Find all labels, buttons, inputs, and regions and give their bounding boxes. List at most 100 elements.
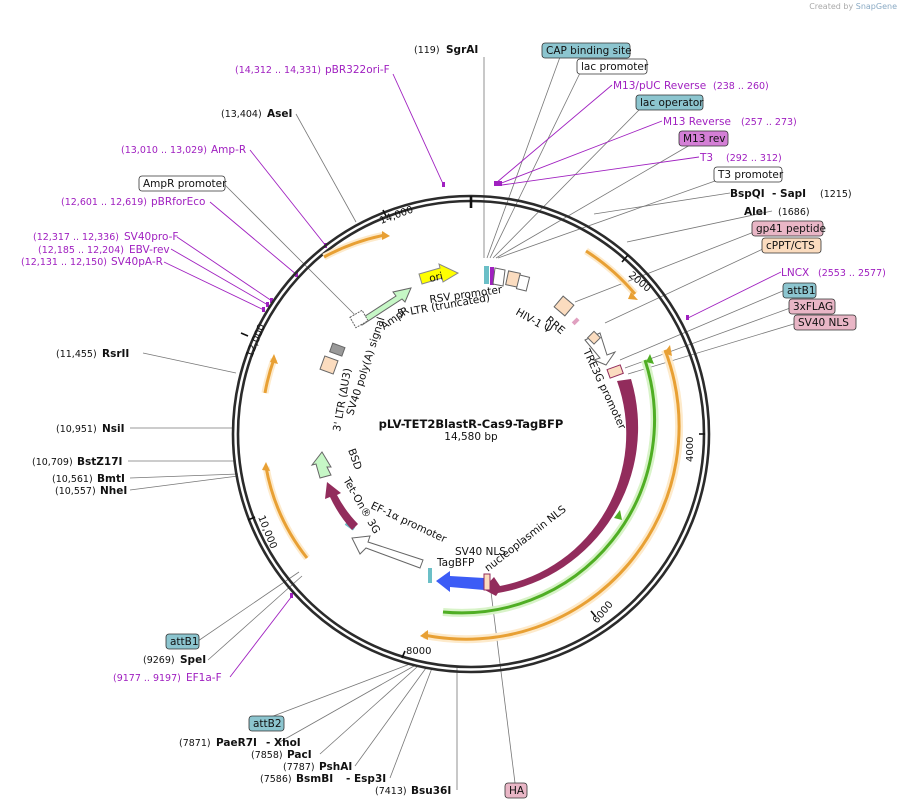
primer-range-sv40pa: (12,131 .. 12,150)	[21, 257, 107, 268]
primer-range-ebv: (12,185 .. 12,204)	[38, 245, 124, 256]
site-pos-spei: (9269)	[143, 655, 175, 666]
snapgene-credit: Created by SnapGene	[809, 2, 897, 11]
box-attb1-right[interactable]	[782, 282, 817, 299]
primer-range-m13puc: (238 .. 260)	[713, 81, 769, 92]
primer-name-lncx[interactable]: LNCX	[781, 267, 809, 279]
box-3xflag-label: 3xFLAG	[793, 301, 833, 313]
site-name-spei[interactable]: SpeI	[180, 654, 206, 666]
leader-lines	[128, 56, 798, 790]
site-name-nsii[interactable]: NsiI	[102, 423, 125, 435]
ori-feature[interactable]	[418, 263, 460, 285]
site-name-alei[interactable]: AleI	[744, 206, 767, 218]
box-attb1-left[interactable]	[165, 633, 200, 650]
orf-arc-4-line	[264, 466, 309, 559]
tick-label-12000: 12,000	[245, 323, 268, 360]
gp41-mark	[571, 317, 580, 326]
box-cppt-cts[interactable]	[761, 237, 822, 254]
site-pos-rsrii: (11,455)	[56, 349, 97, 360]
box-attb2-label: attB2	[253, 718, 282, 730]
site-pos-bstz17i: (10,709)	[32, 457, 73, 468]
sv40nls-feature-label: SV40 NLS	[455, 546, 506, 558]
rre-feature[interactable]	[553, 295, 575, 317]
site-pos-nhei: (10,557)	[55, 486, 96, 497]
primer-range-lncx: (2553 .. 2577)	[818, 268, 886, 279]
box-ampr-promoter[interactable]	[138, 175, 226, 192]
box-gp41-peptide[interactable]	[751, 220, 824, 237]
sv40pa-label: SV40 poly(A) signal	[344, 316, 387, 417]
primer-name-pbrforeco[interactable]: pBRforEco	[151, 196, 205, 208]
primer-name-t3[interactable]: T3	[699, 152, 713, 164]
box-lac-operator[interactable]	[635, 94, 704, 111]
site-name-bspqi[interactable]: BspQI	[730, 188, 765, 200]
primer-name-sv40pro[interactable]: SV40pro-F	[124, 231, 178, 243]
site-pos-bspqi: (1215)	[820, 189, 852, 200]
primer-range-pbr322ori: (14,312 .. 14,331)	[235, 65, 321, 76]
primer-range-m13rev: (257 .. 273)	[741, 117, 797, 128]
primer-range-pbrforeco: (12,601 .. 12,619)	[61, 197, 147, 208]
box-lac-promoter-label: lac promoter	[581, 61, 649, 73]
primer-name-m13rev[interactable]: M13 Reverse	[663, 116, 731, 128]
box-cppt-label: cPPT/CTS	[766, 240, 815, 252]
flag-band	[606, 364, 624, 379]
orf-arc-2-line	[585, 249, 637, 295]
tagbfp-feature[interactable]	[436, 571, 484, 592]
ampr-feature[interactable]	[354, 287, 412, 326]
ef1a-feature[interactable]	[351, 535, 424, 569]
primer-leaders	[163, 73, 782, 678]
primer-name-ef1a[interactable]: EF1a-F	[186, 672, 222, 684]
site-name-paer7i[interactable]: PaeR7I	[216, 737, 257, 749]
site-name-rsrii[interactable]: RsrII	[102, 348, 129, 360]
site-name-sgrai[interactable]: SgrAI	[446, 44, 478, 56]
nls-band	[483, 573, 491, 591]
primer-name-ampr[interactable]: Amp-R	[211, 144, 246, 156]
box-m13-rev[interactable]	[678, 130, 729, 147]
site-name-bmti[interactable]: BmtI	[97, 473, 125, 485]
site-name-pshai[interactable]: PshAI	[319, 761, 352, 773]
ampr-promoter-mark	[349, 309, 369, 329]
box-ampr-promoter-label: AmpR promoter	[143, 178, 227, 190]
box-cap-binding-site[interactable]	[541, 42, 631, 59]
tagbfp-label: TagBFP	[436, 557, 474, 569]
attb2-mark	[428, 568, 432, 583]
site-name-bsu36i[interactable]: Bsu36I	[411, 785, 451, 797]
site-name-esp3i[interactable]: - Esp3I	[346, 773, 386, 785]
teton-feature[interactable]	[325, 482, 358, 530]
primer-name-ebv[interactable]: EBV-rev	[129, 244, 170, 256]
bsd-feature[interactable]	[310, 451, 332, 479]
tick-label-4000: 4000	[685, 437, 696, 462]
site-name-bsmbi[interactable]: BsmBI	[296, 773, 333, 785]
box-cap-label: CAP binding site	[546, 45, 632, 57]
primer-name-m13puc[interactable]: M13/pUC Reverse	[613, 80, 706, 92]
box-sv40-nls[interactable]	[793, 314, 857, 331]
box-t3-promoter-label: T3 promoter	[717, 169, 784, 181]
site-name-sapi[interactable]: - SapI	[772, 188, 806, 200]
site-name-nhei[interactable]: NheI	[100, 485, 127, 497]
ef1a-label: EF-1α promoter	[369, 500, 449, 546]
box-3xflag[interactable]	[788, 298, 836, 315]
primer-name-sv40pa[interactable]: SV40pA-R	[111, 256, 163, 268]
site-pos-bmti: (10,561)	[52, 474, 93, 485]
box-attb2[interactable]	[248, 715, 285, 732]
box-lac-operator-label: lac operator	[640, 97, 704, 109]
rsv-marker-2	[490, 267, 494, 285]
box-t3-promoter[interactable]	[713, 166, 783, 183]
site-pos-bsmbi: (7586)	[260, 774, 292, 785]
site-pos-alei: (1686)	[778, 207, 810, 218]
rsv-promoter-feature[interactable]	[492, 267, 506, 287]
orf-arc-1-line	[323, 233, 386, 259]
box-ha[interactable]	[504, 782, 528, 799]
site-name-paci[interactable]: PacI	[287, 749, 312, 761]
site-name-bstz17i[interactable]: BstZ17I	[77, 456, 122, 468]
outer-orf-arcs	[261, 231, 684, 644]
hiv-psi-feature[interactable]	[515, 274, 531, 292]
primer-range-ampr: (13,010 .. 13,029)	[121, 145, 207, 156]
site-name-asei[interactable]: AseI	[267, 108, 292, 120]
primer-name-pbr322ori[interactable]: pBR322ori-F	[325, 64, 390, 76]
ltr3-feature[interactable]	[319, 355, 339, 375]
cppt-feature[interactable]	[586, 330, 602, 345]
orf-arc-6-line	[442, 359, 656, 615]
site-name-xhoi[interactable]: - XhoI	[266, 737, 301, 749]
box-lac-promoter[interactable]	[576, 58, 648, 75]
sv40pa-feature[interactable]	[329, 342, 346, 357]
